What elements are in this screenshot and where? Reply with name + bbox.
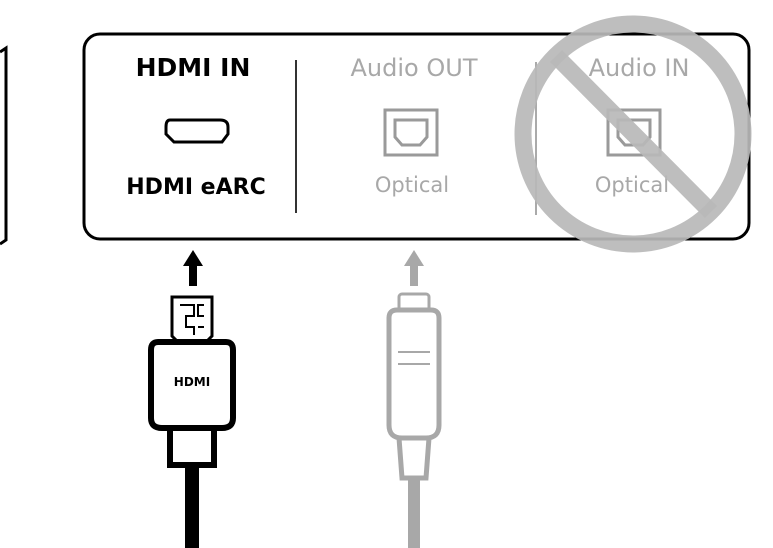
hdmi-earc-label: HDMI eARC: [126, 175, 265, 200]
no-entry-icon: [514, 15, 752, 253]
audio-out-heading: Audio OUT: [351, 54, 478, 82]
left-edge-fragment: [0, 45, 8, 246]
optical-plug-icon: [386, 292, 442, 548]
audio-in-heading: Audio IN: [589, 54, 690, 82]
hdmi-plug-icon: [148, 295, 236, 548]
optical-port-icon: [383, 108, 439, 157]
audio-in-optical-label: Optical: [595, 173, 669, 197]
hdmi-port-icon: [164, 118, 230, 144]
audio-out-optical-label: Optical: [375, 173, 449, 197]
hdmi-in-heading: HDMI IN: [136, 53, 251, 82]
optical-arrow-up-icon: [404, 250, 424, 286]
hdmi-plug-label: HDMI: [174, 375, 210, 389]
hdmi-arrow-up-icon: [183, 250, 203, 286]
